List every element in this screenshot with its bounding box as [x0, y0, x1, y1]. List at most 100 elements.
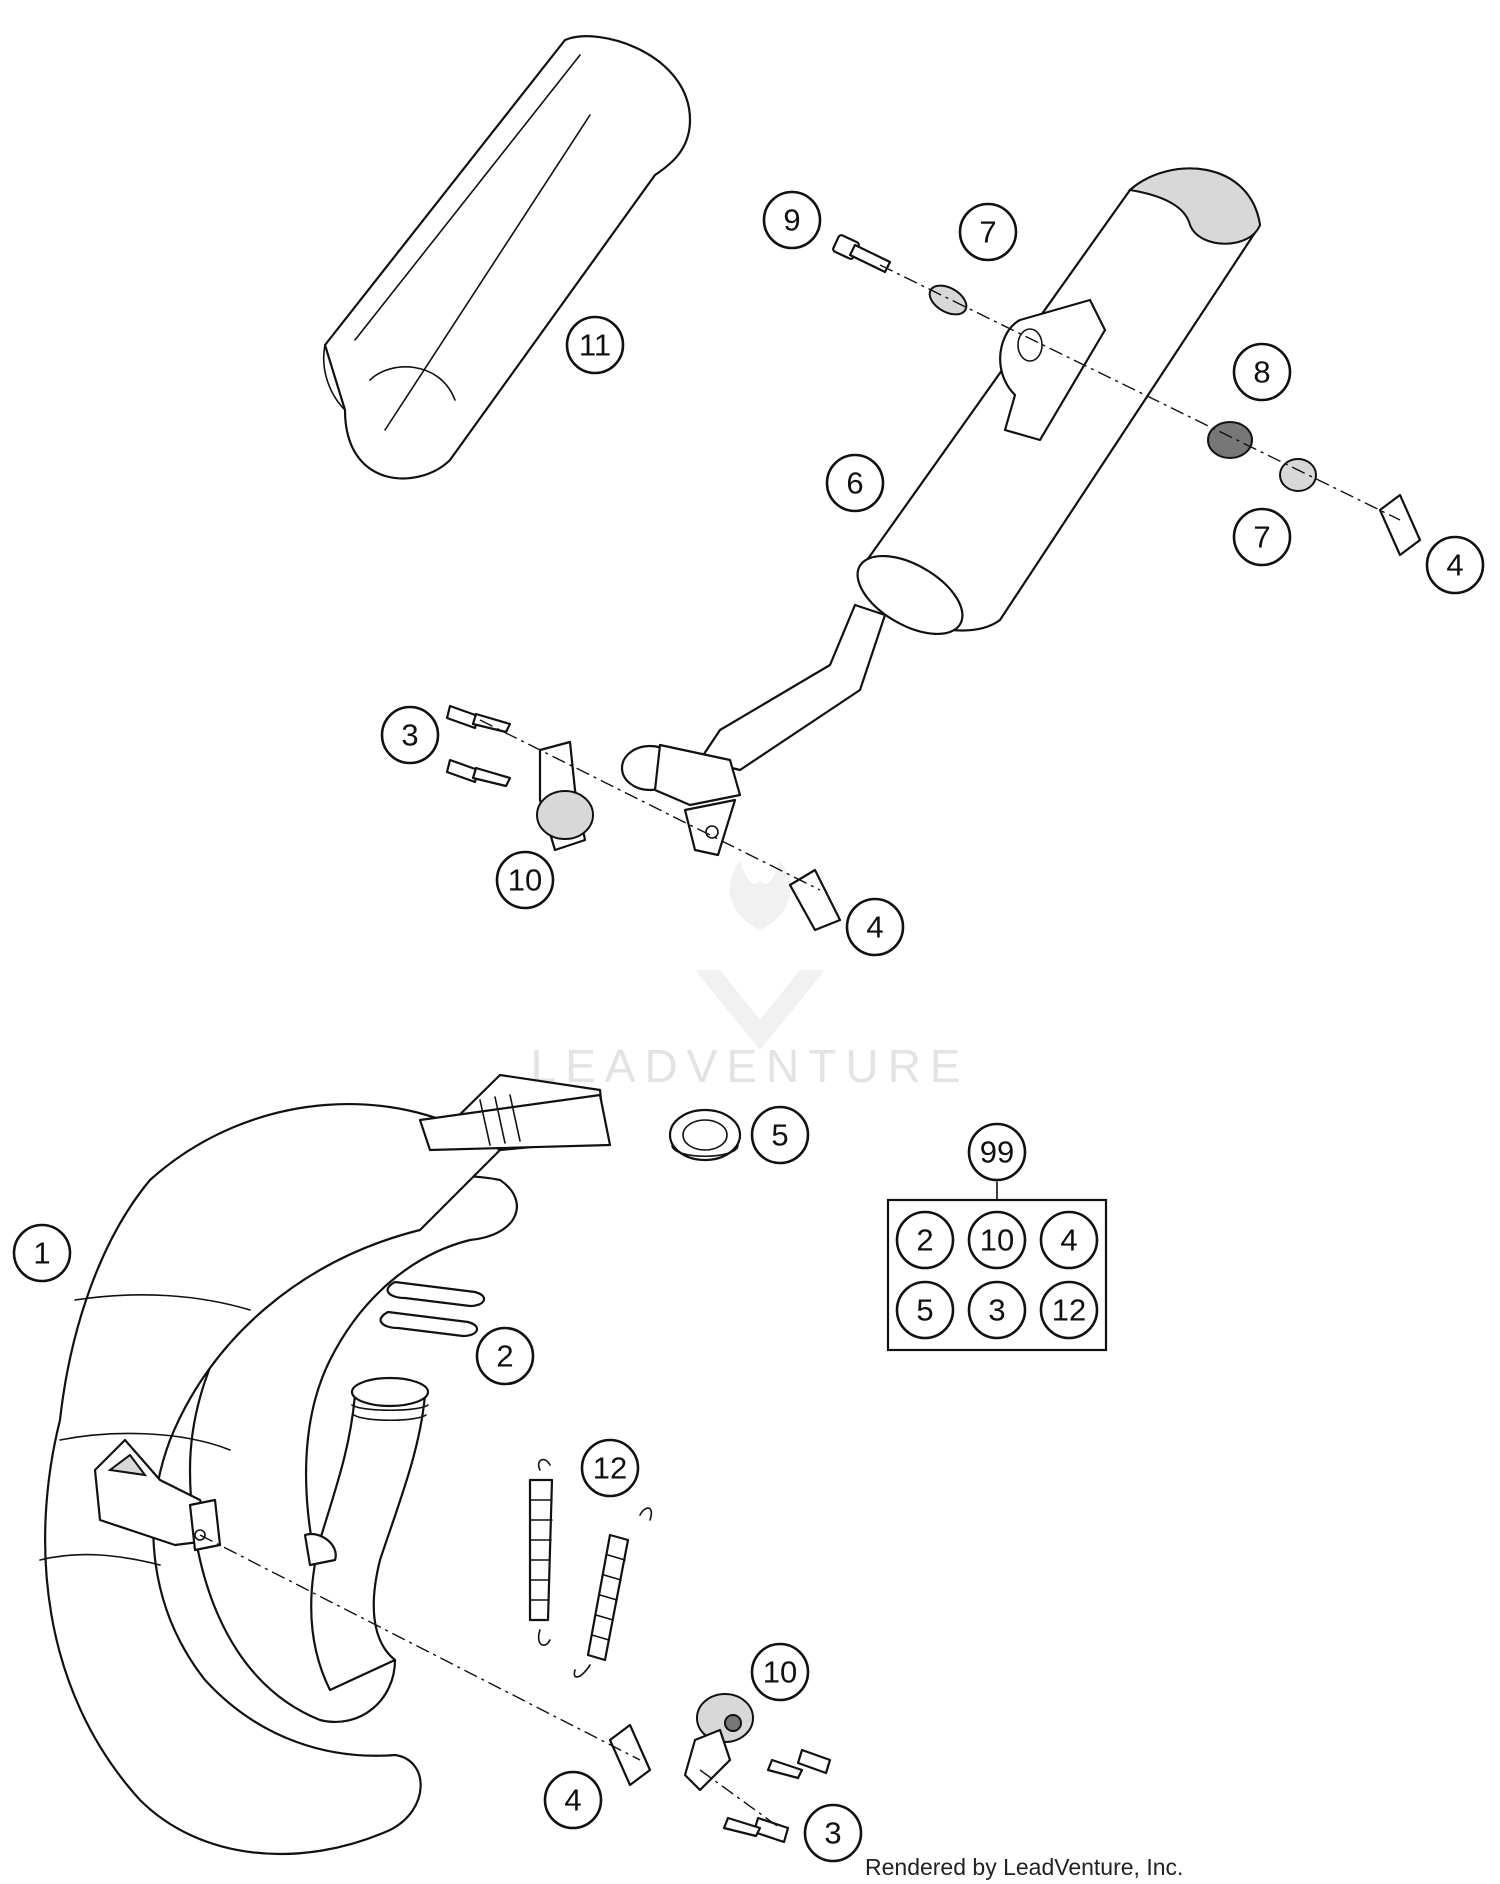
callout-circle	[1039, 1210, 1099, 1270]
callout-label: 3	[824, 1816, 841, 1851]
axis-upper-silencer	[879, 264, 1401, 521]
callout-label: 2	[496, 1339, 513, 1374]
callout-circle	[958, 202, 1018, 262]
callout-c7b: 7	[1232, 507, 1292, 567]
callout-label: 9	[783, 203, 800, 238]
callout-circle	[803, 1803, 863, 1863]
callout-circle	[967, 1280, 1027, 1340]
callout-c4c: 4	[543, 1770, 603, 1830]
callout-label: 11	[579, 328, 611, 363]
callout-c12: 12	[580, 1438, 640, 1498]
callout-label: 10	[980, 1223, 1014, 1258]
callout-circle	[750, 1105, 810, 1165]
callout-label: 6	[846, 466, 863, 501]
kit-item-10: 10	[967, 1210, 1027, 1270]
callout-label: 7	[1253, 520, 1270, 555]
callout-label: 12	[1052, 1293, 1086, 1328]
callout-c4a: 4	[1425, 535, 1485, 595]
callout-c8: 8	[1232, 342, 1292, 402]
callout-label: 4	[1060, 1223, 1077, 1258]
bracket-10-lower	[683, 1693, 754, 1792]
expansion-chamber	[39, 1073, 612, 1856]
bolts-3-upper	[445, 704, 512, 788]
seal-ring-5	[668, 1108, 742, 1162]
callout-c9: 9	[762, 190, 822, 250]
footer-credit: Rendered by LeadVenture, Inc.	[865, 1854, 1183, 1880]
callout-circle	[762, 190, 822, 250]
watermark-text: LEADVENTURE	[531, 1040, 970, 1092]
callout-c1: 1	[12, 1223, 72, 1283]
callout-label: 5	[771, 1118, 788, 1153]
callout-label: 10	[763, 1655, 797, 1690]
callout-circle	[495, 850, 555, 910]
callout-circle	[475, 1326, 535, 1386]
callout-c11: 11	[565, 315, 625, 375]
callout-label: 5	[916, 1293, 933, 1328]
callout-label: 7	[979, 215, 996, 250]
washer-7-upper	[928, 284, 968, 316]
callout-label: 1	[33, 1236, 50, 1271]
callout-circle	[750, 1642, 810, 1702]
callout-circle	[845, 897, 905, 957]
kit-item-3: 3	[967, 1280, 1027, 1340]
callout-circle	[967, 1210, 1027, 1270]
callout-circle	[1232, 507, 1292, 567]
clip-nut-4-upper	[1378, 493, 1422, 557]
o-rings-2	[379, 1280, 486, 1338]
callout-c3b: 3	[803, 1803, 863, 1863]
callout-label: 4	[866, 910, 883, 945]
callout-c4b: 4	[845, 897, 905, 957]
kit-item-12: 12	[1039, 1280, 1099, 1340]
watermark-logo	[695, 860, 825, 1050]
callout-c2: 2	[475, 1326, 535, 1386]
callout-circle	[380, 705, 440, 765]
axis-chamber-mount	[199, 1534, 641, 1761]
callout-c6: 6	[825, 453, 885, 513]
callout-circle	[967, 1122, 1027, 1182]
callout-circle	[543, 1770, 603, 1830]
washer-7-lower	[1279, 458, 1317, 492]
callout-circle	[1232, 342, 1292, 402]
heat-shield-sleeve	[322, 35, 692, 480]
callout-circle	[565, 315, 625, 375]
header-pipe	[303, 1376, 430, 1692]
kit-99-callout: 99	[967, 1122, 1027, 1182]
grommet-8	[1207, 421, 1253, 459]
kit-item-4: 4	[1039, 1210, 1099, 1270]
callout-label: 8	[1253, 355, 1270, 390]
clip-nut-4-lower	[608, 1723, 652, 1787]
springs-12	[528, 1458, 653, 1678]
callout-label: 3	[988, 1293, 1005, 1328]
callout-circle	[1425, 535, 1485, 595]
callout-circle	[1039, 1280, 1099, 1340]
callout-c10b: 10	[750, 1642, 810, 1702]
silencer	[620, 167, 1262, 857]
callout-circle	[12, 1223, 72, 1283]
callout-c5: 5	[750, 1105, 810, 1165]
callout-label: 12	[593, 1451, 627, 1486]
callout-label: 4	[1446, 548, 1463, 583]
axis-bracket-lower	[699, 1769, 781, 1829]
clip-nut-4-middle	[788, 868, 842, 932]
callout-c10a: 10	[495, 850, 555, 910]
callout-circle	[895, 1280, 955, 1340]
kit-99-group: 99 2 10 4 5 3 12	[886, 1122, 1108, 1352]
callout-label: 99	[980, 1135, 1014, 1170]
kit-item-5: 5	[895, 1280, 955, 1340]
callout-label: 2	[916, 1223, 933, 1258]
bracket-10-upper	[536, 740, 594, 852]
callout-label: 4	[564, 1783, 581, 1818]
kit-99-box	[886, 1198, 1108, 1352]
callout-circle	[895, 1210, 955, 1270]
callout-circle	[825, 453, 885, 513]
callout-c7a: 7	[958, 202, 1018, 262]
callout-label: 3	[401, 718, 418, 753]
callout-c3a: 3	[380, 705, 440, 765]
callout-label: 10	[508, 863, 542, 898]
axis-lower-silencer	[479, 719, 821, 891]
bolts-3-lower	[722, 1748, 832, 1844]
callout-circle	[580, 1438, 640, 1498]
kit-item-2: 2	[895, 1210, 955, 1270]
